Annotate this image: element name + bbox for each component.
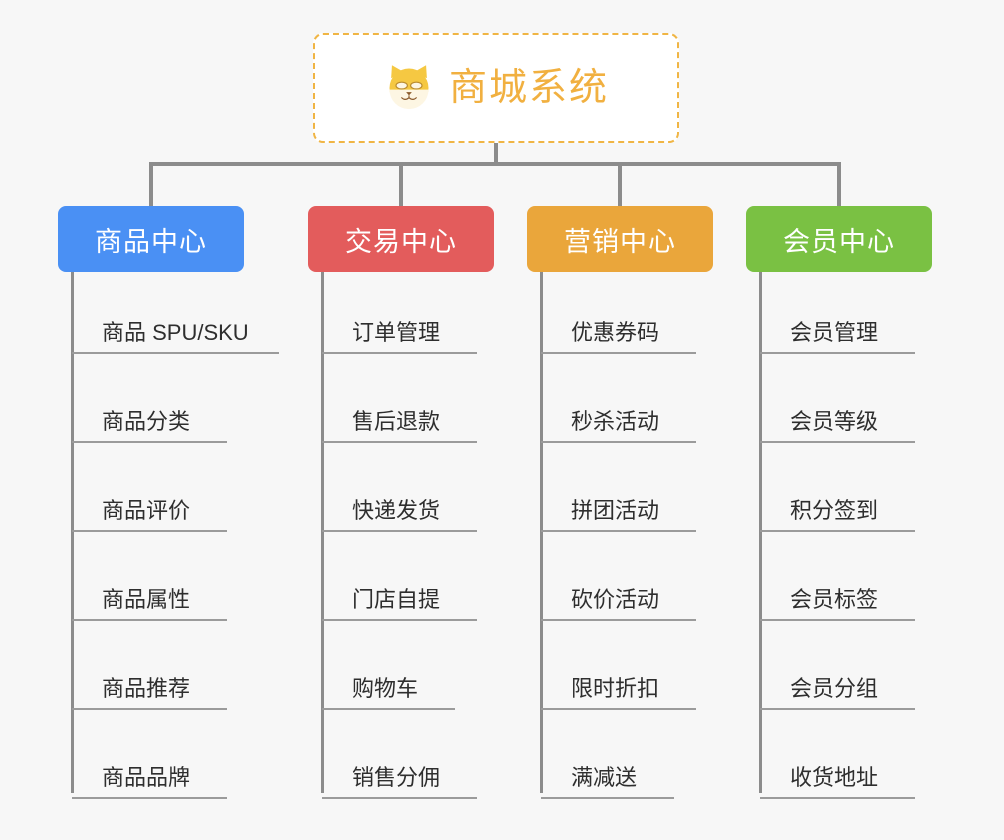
leaf-item-[interactable]: 商品品牌 <box>72 767 227 799</box>
leaf-item-[interactable]: 购物车 <box>322 678 455 710</box>
leaf-item-spu-sku[interactable]: 商品 SPU/SKU <box>72 322 279 354</box>
leaf-item-[interactable]: 会员分组 <box>760 678 915 710</box>
leaf-label: 商品属性 <box>102 587 191 612</box>
leaf-label: 限时折扣 <box>571 676 660 701</box>
leaf-item-[interactable]: 积分签到 <box>760 500 915 532</box>
leaf-item-[interactable]: 快递发货 <box>322 500 477 532</box>
leaf-item-[interactable]: 商品评价 <box>72 500 227 532</box>
category-node-3[interactable]: 营销中心 <box>527 206 713 272</box>
leaf-item-[interactable]: 商品属性 <box>72 589 227 621</box>
leaf-item-[interactable]: 订单管理 <box>322 322 477 354</box>
leaf-label: 商品品牌 <box>102 765 191 790</box>
leaf-item-[interactable]: 会员管理 <box>760 322 915 354</box>
category-label: 会员中心 <box>783 226 895 257</box>
leaf-item-[interactable]: 门店自提 <box>322 589 477 621</box>
leaf-item-[interactable]: 砍价活动 <box>541 589 696 621</box>
shiba-dog-face-icon <box>389 65 429 110</box>
category-label: 交易中心 <box>345 226 457 257</box>
leaf-label: 售后退款 <box>352 409 441 434</box>
leaf-label: 购物车 <box>352 676 419 701</box>
leaf-item-[interactable]: 商品推荐 <box>72 678 227 710</box>
leaf-label: 门店自提 <box>352 587 441 612</box>
leaf-label: 收货地址 <box>790 765 879 790</box>
leaf-item-[interactable]: 拼团活动 <box>541 500 696 532</box>
leaf-item-[interactable]: 限时折扣 <box>541 678 696 710</box>
leaf-item-[interactable]: 销售分佣 <box>322 767 477 799</box>
leaf-item-[interactable]: 会员等级 <box>760 411 915 443</box>
leaf-label: 会员标签 <box>790 587 879 612</box>
leaf-item-[interactable]: 满减送 <box>541 767 674 799</box>
leaf-label: 积分签到 <box>790 498 879 523</box>
category-node-1[interactable]: 商品中心 <box>58 206 244 272</box>
leaf-item-[interactable]: 会员标签 <box>760 589 915 621</box>
leaf-label: 商品评价 <box>102 498 191 523</box>
leaf-item-[interactable]: 秒杀活动 <box>541 411 696 443</box>
leaf-item-[interactable]: 收货地址 <box>760 767 915 799</box>
leaf-label: 订单管理 <box>352 320 441 345</box>
leaf-label: 商品分类 <box>102 409 191 434</box>
leaf-item-[interactable]: 优惠券码 <box>541 322 696 354</box>
root-node[interactable]: 商城系统 <box>313 33 679 143</box>
leaf-label: 秒杀活动 <box>571 409 660 434</box>
leaf-label: 满减送 <box>571 765 638 790</box>
category-node-4[interactable]: 会员中心 <box>746 206 932 272</box>
leaf-label: 销售分佣 <box>352 765 441 790</box>
category-label: 商品中心 <box>95 226 207 257</box>
leaf-label: 优惠券码 <box>571 320 660 345</box>
leaf-label: 快递发货 <box>352 498 441 523</box>
leaf-label: 商品 SPU/SKU <box>102 320 249 345</box>
leaf-label: 拼团活动 <box>571 498 660 523</box>
leaf-label: 砍价活动 <box>571 587 660 612</box>
category-label: 营销中心 <box>564 226 676 257</box>
leaf-item-[interactable]: 商品分类 <box>72 411 227 443</box>
leaf-item-[interactable]: 售后退款 <box>322 411 477 443</box>
category-node-2[interactable]: 交易中心 <box>308 206 494 272</box>
leaf-label: 商品推荐 <box>102 676 191 701</box>
leaf-label: 会员分组 <box>790 676 879 701</box>
root-title: 商城系统 <box>448 67 609 109</box>
leaf-label: 会员管理 <box>790 320 879 345</box>
leaf-label: 会员等级 <box>790 409 879 434</box>
